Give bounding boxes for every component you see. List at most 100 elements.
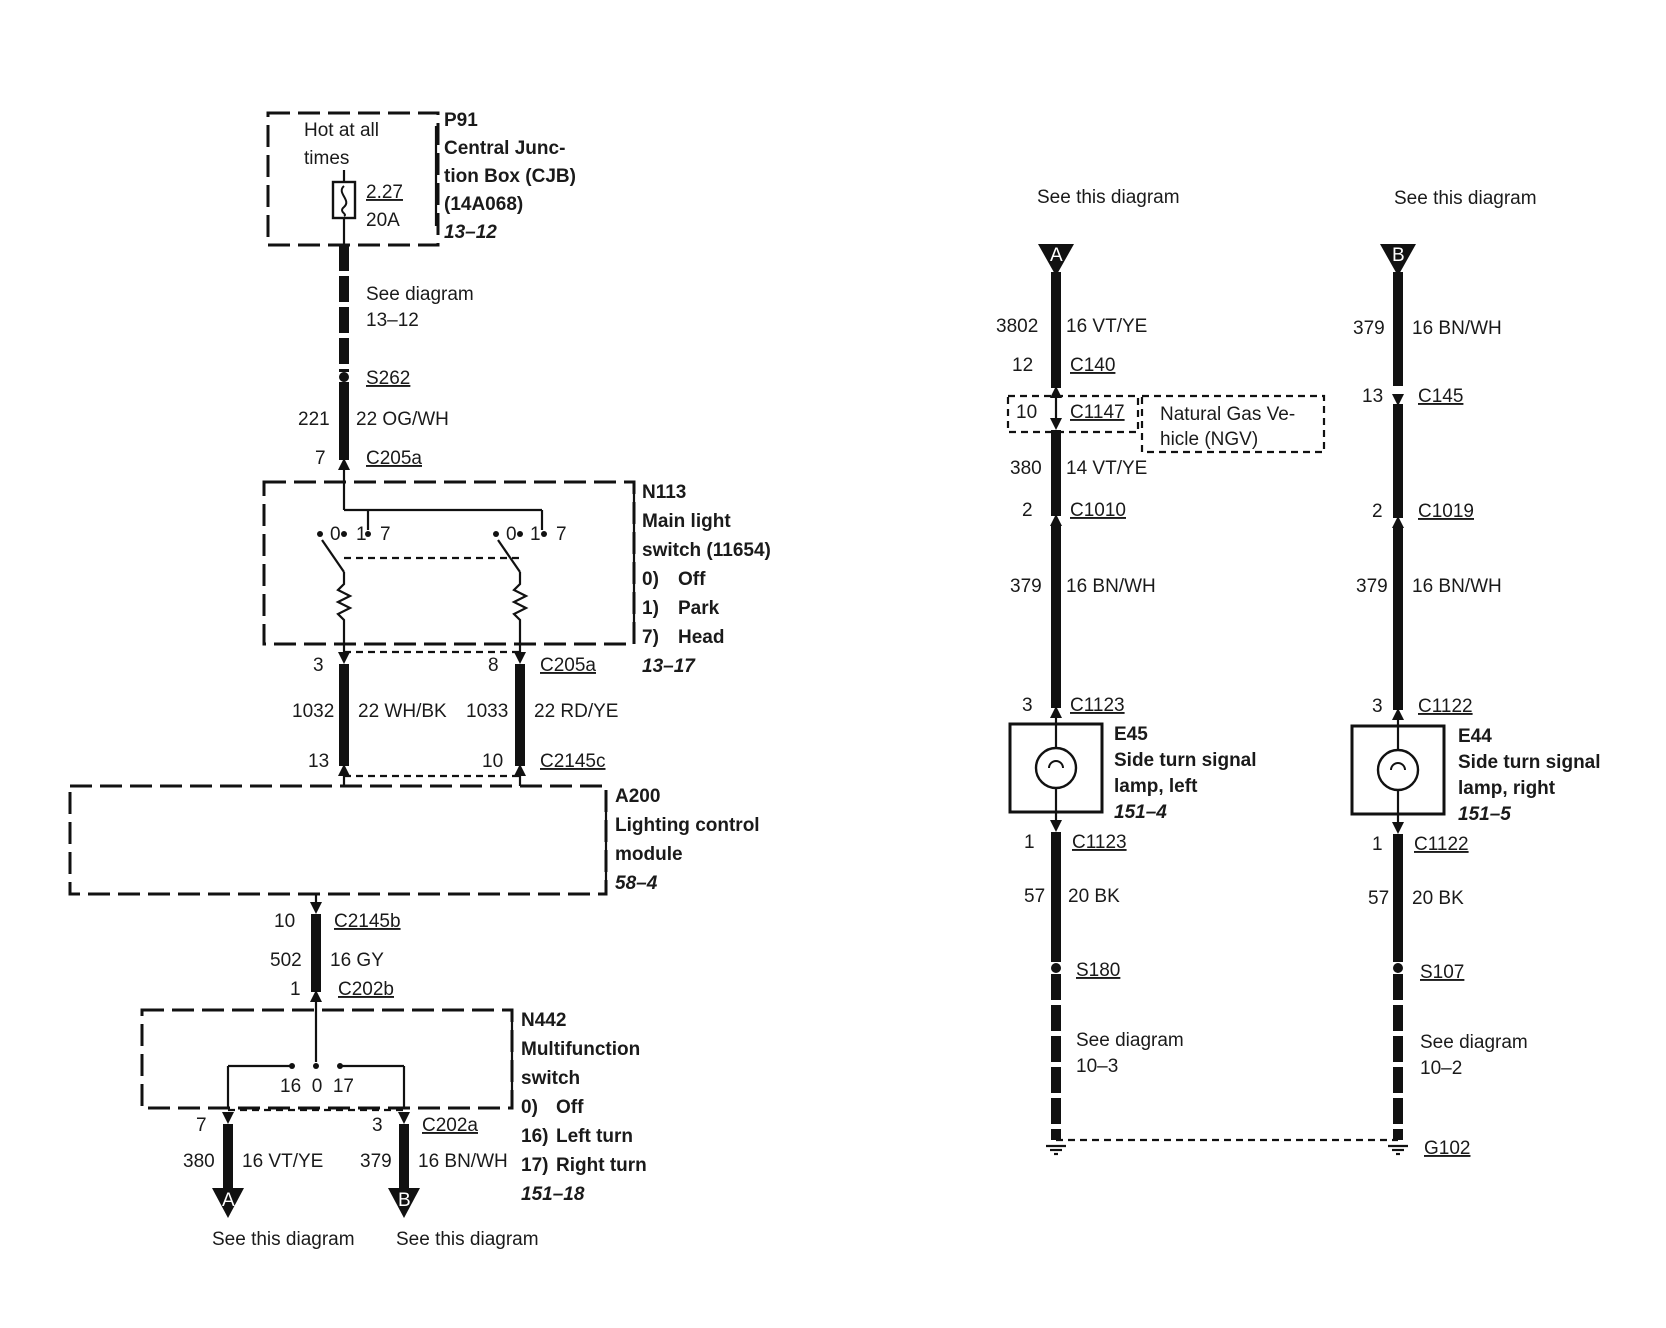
c2145b-connector: C2145b bbox=[334, 911, 401, 932]
a200-page-ref: 58–4 bbox=[615, 873, 658, 894]
see-diagram-10-2-line2: 10–2 bbox=[1420, 1058, 1462, 1079]
wire-379-bottom-circuit: 379 bbox=[360, 1151, 392, 1172]
c1122-top-connector: C1122 bbox=[1418, 696, 1473, 717]
wire-379-circuit: 379 bbox=[1010, 576, 1042, 597]
fuse-icon: 2.27 20A bbox=[331, 170, 403, 245]
c202a-pin-left: 7 bbox=[196, 1115, 207, 1136]
c1123-top-connector: C1123 bbox=[1070, 695, 1125, 716]
c1010-connector: C1010 bbox=[1070, 500, 1126, 521]
a200-ref: A200 bbox=[615, 786, 660, 807]
wire-221-circuit: 221 bbox=[298, 409, 330, 430]
e44-name-line1: Side turn signal bbox=[1458, 752, 1601, 773]
p91-page-ref: 13–12 bbox=[444, 222, 497, 243]
wire-379b-circuit: 379 bbox=[1356, 576, 1388, 597]
wire-1032-circuit: 1032 bbox=[292, 701, 334, 722]
svg-text:B: B bbox=[1392, 245, 1405, 266]
ngv-line1: Natural Gas Ve- bbox=[1160, 404, 1295, 425]
arrow-b-bottom: B bbox=[388, 1188, 420, 1218]
n113-pos7-label: Head bbox=[678, 627, 724, 648]
n442-ref: N442 bbox=[521, 1010, 566, 1031]
c202a-pin-right: 3 bbox=[372, 1115, 383, 1136]
svg-text:B: B bbox=[398, 1190, 411, 1211]
c202b-pin: 1 bbox=[290, 979, 301, 1000]
see-this-diagram-top-b: See this diagram bbox=[1394, 188, 1537, 209]
arrow-a-top: A bbox=[1038, 244, 1074, 276]
a200-name-line1: Lighting control bbox=[615, 815, 760, 836]
n113-ref: N113 bbox=[642, 482, 686, 503]
wire-1032-spec: 22 WH/BK bbox=[358, 701, 447, 722]
see-diagram-13-12-line1: See diagram bbox=[366, 284, 474, 305]
ground-label: G102 bbox=[1424, 1138, 1470, 1159]
c202a-connector: C202a bbox=[422, 1115, 478, 1136]
n113-left-contact-7: 7 bbox=[380, 524, 391, 545]
wire-57-right-spec: 20 BK bbox=[1412, 888, 1464, 909]
c1122-bottom-pin: 1 bbox=[1372, 834, 1383, 855]
c1122-top-pin: 3 bbox=[1372, 696, 1383, 717]
c1123-bottom-connector: C1123 bbox=[1072, 832, 1127, 853]
c1010-pin: 2 bbox=[1022, 500, 1033, 521]
splice-s262-label: S262 bbox=[366, 368, 410, 389]
e45-name-line2: lamp, left bbox=[1114, 776, 1198, 797]
see-diagram-10-3-line1: See diagram bbox=[1076, 1030, 1184, 1051]
wire-3802-circuit: 3802 bbox=[996, 316, 1038, 337]
c1122-bottom-connector: C1122 bbox=[1414, 834, 1469, 855]
n113-pos0: 0) bbox=[642, 569, 659, 590]
c205a-top-pin: 7 bbox=[315, 448, 326, 469]
c140-connector: C140 bbox=[1070, 355, 1115, 376]
svg-text:A: A bbox=[1050, 245, 1063, 266]
c1123-bottom-pin: 1 bbox=[1024, 832, 1035, 853]
splice-s180-dot bbox=[1051, 963, 1061, 973]
c145-connector: C145 bbox=[1418, 386, 1463, 407]
p91-name-line1: Central Junc- bbox=[444, 138, 565, 159]
wire-379-spec: 16 BN/WH bbox=[1066, 576, 1156, 597]
arrow-b-top: B bbox=[1380, 244, 1416, 276]
wire-221-spec: 22 OG/WH bbox=[356, 409, 449, 430]
c140-pin: 12 bbox=[1012, 355, 1033, 376]
wire-380-circuit: 380 bbox=[1010, 458, 1042, 479]
e45-ref: E45 bbox=[1114, 724, 1148, 745]
n113-left-contact-0: 0 bbox=[330, 524, 341, 545]
wire-379a-spec: 16 BN/WH bbox=[1412, 318, 1502, 339]
wire-57-left-circuit: 57 bbox=[1024, 886, 1045, 907]
splice-s107-dot bbox=[1393, 963, 1403, 973]
svg-text:A: A bbox=[222, 1190, 235, 1211]
c1019-connector: C1019 bbox=[1418, 501, 1474, 522]
n113-name-line2: switch (11654) bbox=[642, 540, 771, 561]
left-branch-e45: 3802 16 VT/YE 12 C140 10 C1147 Natural G… bbox=[996, 272, 1326, 1140]
n442-name-line1: Multifunction bbox=[521, 1039, 640, 1060]
n113-right-contact-0: 0 bbox=[506, 524, 517, 545]
ngv-line2: hicle (NGV) bbox=[1160, 429, 1258, 450]
n442-pos17-label: Right turn bbox=[556, 1155, 647, 1176]
c2145b-pin: 10 bbox=[274, 911, 295, 932]
n113-left-contact-1: 1 bbox=[356, 524, 367, 545]
wire-57-left-spec: 20 BK bbox=[1068, 886, 1120, 907]
e45-page-ref: 151–4 bbox=[1114, 802, 1167, 823]
n113-pos7: 7) bbox=[642, 627, 659, 648]
see-diagram-13-12-line2: 13–12 bbox=[366, 310, 419, 331]
n442-page-ref: 151–18 bbox=[521, 1184, 585, 1205]
n113-pos1-label: Park bbox=[678, 598, 720, 619]
n442-name-line2: switch bbox=[521, 1068, 580, 1089]
wire-380-bottom-circuit: 380 bbox=[183, 1151, 215, 1172]
n442-pos0-label: Off bbox=[556, 1097, 584, 1118]
c2145c-connector: C2145c bbox=[540, 751, 606, 772]
c205a-bottom-pin-left: 3 bbox=[313, 655, 324, 676]
e45-name-line1: Side turn signal bbox=[1114, 750, 1257, 771]
n113-right-contact-1: 1 bbox=[530, 524, 541, 545]
c202b-connector: C202b bbox=[338, 979, 394, 1000]
fuse-number: 2.27 bbox=[366, 182, 403, 203]
c1147-connector: C1147 bbox=[1070, 402, 1125, 423]
see-this-diagram-b: See this diagram bbox=[396, 1229, 539, 1250]
c145-pin: 13 bbox=[1362, 386, 1383, 407]
e44-name-line2: lamp, right bbox=[1458, 778, 1556, 799]
n442-pos0: 0) bbox=[521, 1097, 538, 1118]
wire-379a-circuit: 379 bbox=[1353, 318, 1385, 339]
wire-1033-circuit: 1033 bbox=[466, 701, 508, 722]
n442-contact-labels: 16 0 17 bbox=[280, 1076, 354, 1097]
n113-page-ref: 13–17 bbox=[642, 656, 696, 677]
right-branch-e44: 379 16 BN/WH 13 C145 2 C1019 379 16 BN/W… bbox=[1350, 272, 1601, 1140]
lamp-e45-icon bbox=[1034, 746, 1078, 790]
n442-pos17: 17) bbox=[521, 1155, 548, 1176]
n113-pos0-label: Off bbox=[678, 569, 706, 590]
splice-s180-label: S180 bbox=[1076, 960, 1120, 981]
